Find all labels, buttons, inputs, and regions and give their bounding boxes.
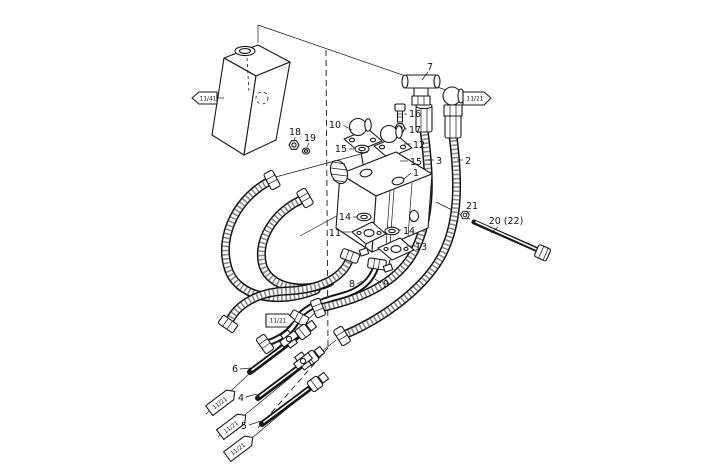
flange-13 xyxy=(377,237,415,273)
callout-14b: 14 xyxy=(403,226,415,237)
callout-12: 12 xyxy=(413,140,425,151)
ref-tag-mid: 11/21 xyxy=(265,313,296,328)
nut-18 xyxy=(288,140,300,150)
tee-fitting-7 xyxy=(401,74,441,106)
ref-tag-elbow-label: 11/21 xyxy=(467,97,484,103)
ref-tag-elbow: 11/21 xyxy=(462,91,492,106)
callout-16: 16 xyxy=(409,109,421,120)
callout-2: 2 xyxy=(465,156,471,167)
bolt-16 xyxy=(394,103,406,123)
callout-8: 8 xyxy=(349,279,355,290)
callout-10: 10 xyxy=(329,120,341,131)
washer-14b xyxy=(384,226,400,236)
ref-tag-rod6: 11/21 xyxy=(205,389,236,416)
ref-tag-tank-label: 11/41 xyxy=(200,97,217,103)
loop-hose-inner xyxy=(261,187,330,288)
flange-11 xyxy=(351,221,387,257)
callout-7: 7 xyxy=(427,62,433,73)
callouts: 7 16 17 10 15 12 15 1 18 19 3 2 14 11 14… xyxy=(232,62,523,432)
flanged-elbow-12 xyxy=(373,124,413,159)
washer-14a xyxy=(356,212,372,222)
callout-20: 20 (22) xyxy=(489,216,524,227)
callout-19: 19 xyxy=(304,133,316,144)
callout-5: 5 xyxy=(241,421,247,432)
hollow-screw-5 xyxy=(259,371,330,427)
reservoir-tank xyxy=(211,44,291,156)
o-ring-15a xyxy=(354,144,370,154)
flanged-elbow-10 xyxy=(343,117,383,152)
callout-21: 21 xyxy=(466,201,478,212)
callout-4: 4 xyxy=(238,393,244,404)
callout-6: 6 xyxy=(232,364,238,375)
ref-tag-tank: 11/41 xyxy=(191,91,224,105)
ref-tag-mid-label: 11/21 xyxy=(270,319,287,325)
callout-3: 3 xyxy=(436,156,442,167)
elbow-fitting-top xyxy=(442,86,465,117)
callout-17: 17 xyxy=(409,125,421,136)
ref-tag-rod5: 11/21 xyxy=(223,435,254,462)
callout-15b: 15 xyxy=(410,157,422,168)
callout-15a: 15 xyxy=(335,144,347,155)
washer-19 xyxy=(301,147,311,155)
callout-18: 18 xyxy=(289,127,301,138)
callout-9: 9 xyxy=(383,279,389,290)
callout-11: 11 xyxy=(329,228,341,239)
callout-1: 1 xyxy=(413,168,419,179)
callout-14a: 14 xyxy=(339,212,351,223)
callout-13: 13 xyxy=(415,242,427,253)
bolt-20 xyxy=(471,219,552,262)
